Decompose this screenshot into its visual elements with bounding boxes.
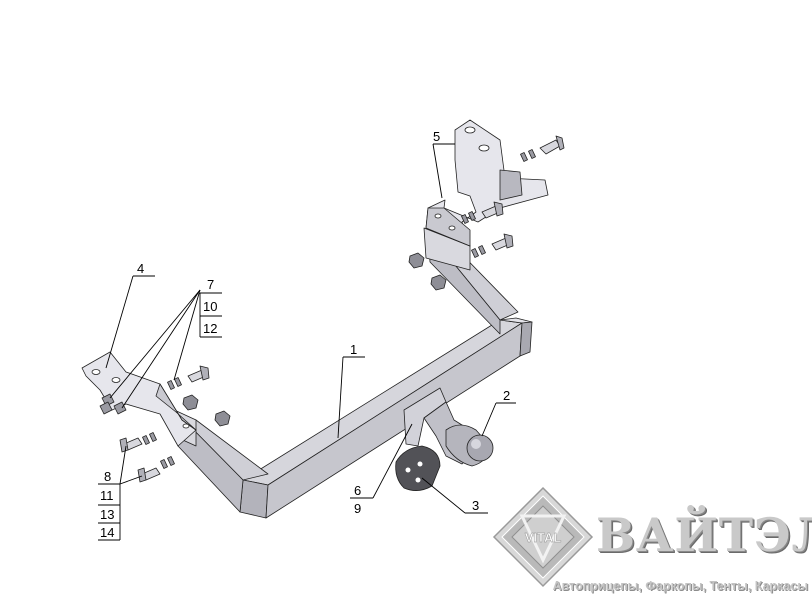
main-cross-beam	[239, 317, 533, 519]
logo-emblem-text: VITAL	[525, 530, 562, 545]
callout-11: 11	[100, 488, 114, 503]
callout-labels: 1 2 3 4 5 6 9 7 10 12 8 11 13 14	[100, 129, 510, 540]
logo-wordmark: ВАЙТЭЛ	[596, 508, 812, 562]
callout-13: 13	[100, 507, 114, 522]
callout-3: 3	[472, 498, 479, 513]
right-arm	[423, 227, 519, 335]
right-bracket	[425, 119, 549, 247]
callout-10: 10	[203, 299, 217, 314]
callout-6: 6	[354, 483, 361, 498]
socket-plate	[395, 445, 441, 491]
callout-8: 8	[104, 469, 111, 484]
callout-9: 9	[354, 501, 361, 516]
tow-ball-mount	[403, 387, 494, 467]
left-bracket	[81, 351, 197, 447]
callout-leaders	[98, 143, 516, 541]
callout-12: 12	[203, 321, 217, 336]
logo-tagline: Автоприцепы, Фаркопы, Тенты, Каркасы	[552, 579, 808, 593]
callout-14: 14	[100, 525, 114, 540]
callout-2: 2	[503, 388, 510, 403]
callout-1: 1	[350, 342, 357, 357]
fasteners	[99, 135, 565, 483]
callout-5: 5	[433, 129, 440, 144]
callout-4: 4	[137, 261, 144, 276]
vital-logo-emblem: VITAL	[492, 486, 594, 588]
callout-7: 7	[207, 277, 214, 292]
